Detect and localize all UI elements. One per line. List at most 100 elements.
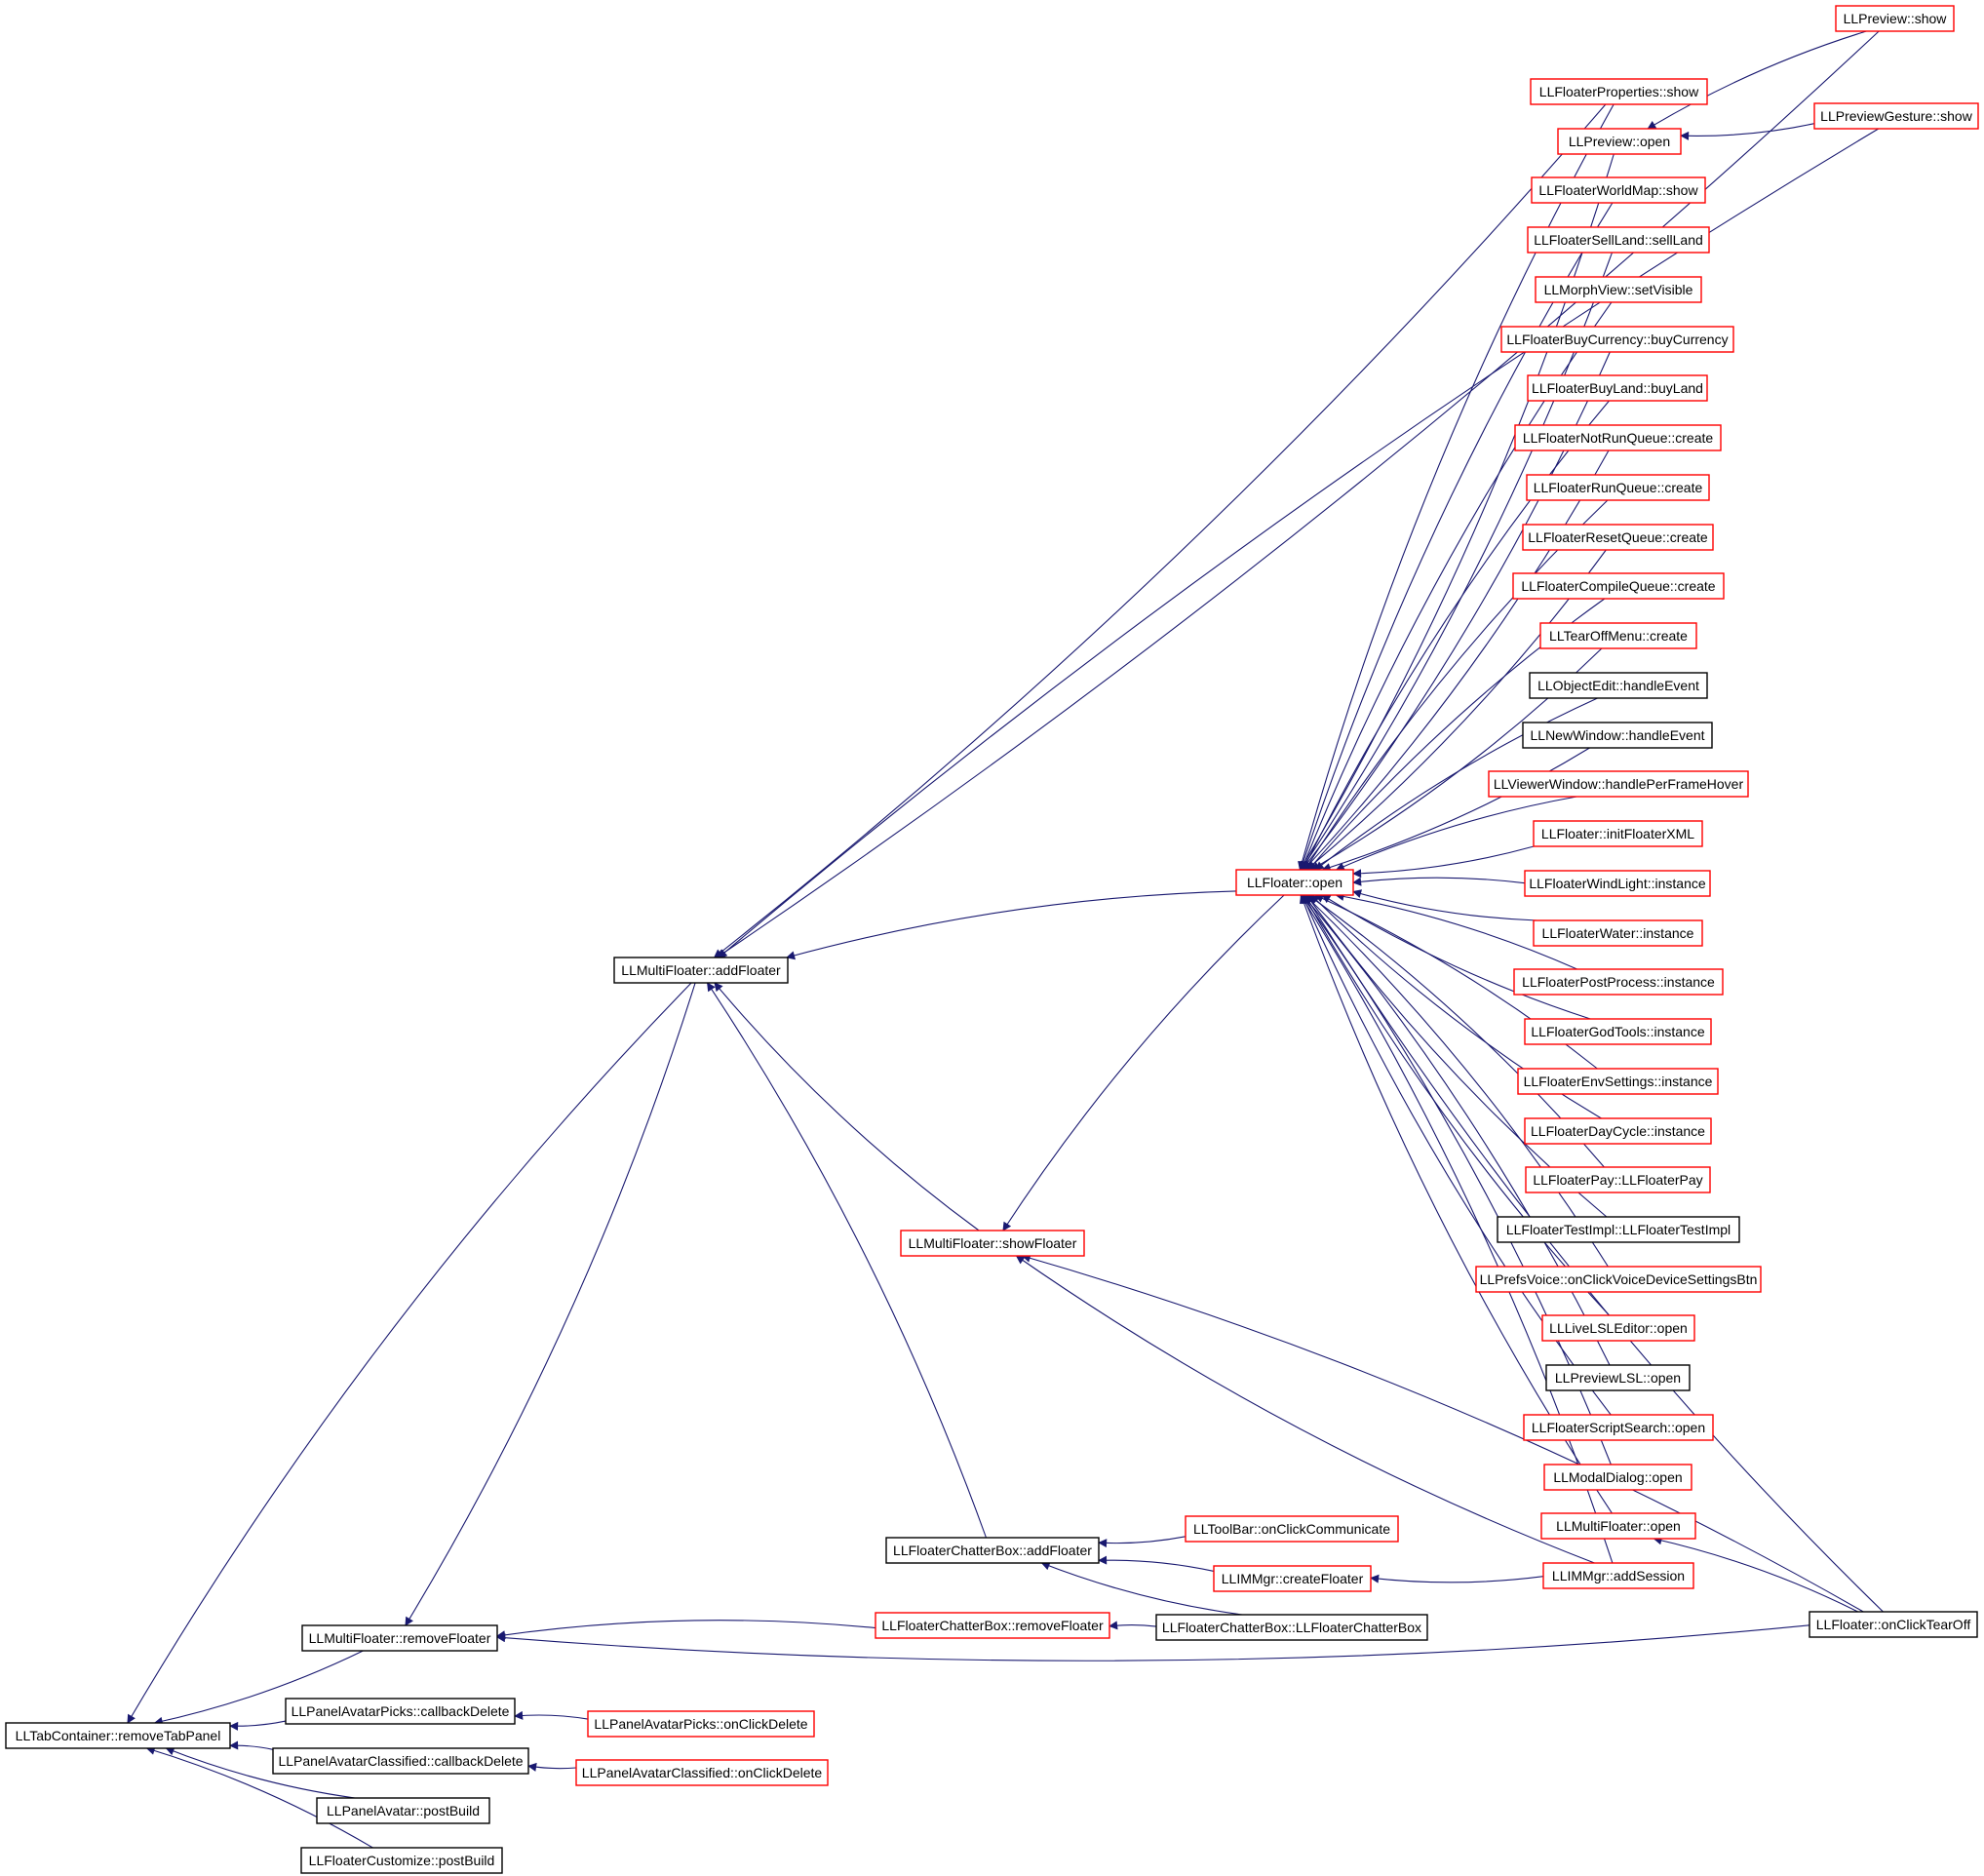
node-pg_show[interactable]: LLPreviewGesture::show: [1813, 102, 1979, 130]
node-label: LLFloaterBuyCurrency::buyCurrency: [1506, 332, 1728, 347]
node-fp_show[interactable]: LLFloaterProperties::show: [1530, 78, 1708, 105]
node-box: [1497, 1216, 1740, 1243]
node-tb_onClickCommunicate[interactable]: LLToolBar::onClickCommunicate: [1185, 1515, 1399, 1543]
node-fc_postBuild[interactable]: LLFloaterCustomize::postBuild: [300, 1847, 503, 1874]
edge-pv_onClickVoice-to-floater_open: [1303, 894, 1609, 1268]
node-box: [1500, 326, 1734, 353]
node-fcb_removeFloater[interactable]: LLFloaterChatterBox::removeFloater: [875, 1612, 1110, 1639]
node-tom_create[interactable]: LLTearOffMenu::create: [1539, 622, 1697, 649]
node-fcq_create[interactable]: LLFloaterCompileQueue::create: [1512, 572, 1725, 600]
node-fwm_show[interactable]: LLFloaterWorldMap::show: [1531, 176, 1706, 204]
node-pap_callbackDelete[interactable]: LLPanelAvatarPicks::callbackDelete: [285, 1698, 516, 1725]
node-label: LLFloaterSellLand::sellLand: [1534, 232, 1703, 248]
edge-preview_open-to-floater_open: [1300, 153, 1614, 871]
node-label: LLPrefsVoice::onClickVoiceDeviceSettings…: [1480, 1271, 1758, 1287]
node-mf_showFloater[interactable]: LLMultiFloater::showFloater: [900, 1230, 1085, 1257]
node-box: [575, 1759, 829, 1786]
node-frq_create[interactable]: LLFloaterRunQueue::create: [1526, 474, 1710, 501]
node-label: LLMultiFloater::open: [1556, 1518, 1681, 1534]
node-mf_addFloater[interactable]: LLMultiFloater::addFloater: [613, 957, 789, 984]
node-box: [1475, 1266, 1762, 1293]
node-label: LLFloaterChatterBox::removeFloater: [881, 1618, 1104, 1633]
node-box: [5, 1722, 231, 1749]
node-pac_callbackDelete[interactable]: LLPanelAvatarClassified::callbackDelete: [272, 1747, 529, 1775]
node-label: LLPanelAvatarPicks::callbackDelete: [292, 1703, 510, 1719]
node-imm_createFloater[interactable]: LLIMMgr::createFloater: [1213, 1565, 1372, 1592]
node-mf_open[interactable]: LLMultiFloater::open: [1540, 1512, 1696, 1540]
node-fbl_buyLand[interactable]: LLFloaterBuyLand::buyLand: [1527, 374, 1708, 402]
node-box: [1809, 1611, 1978, 1638]
node-fpp_instance[interactable]: LLFloaterPostProcess::instance: [1513, 968, 1724, 996]
edge-fcb_ctor-to-fcb_addFloater: [1040, 1561, 1243, 1616]
node-label: LLNewWindow::handleEvent: [1531, 727, 1705, 743]
edge-fp_show-to-mf_addFloater: [713, 103, 1607, 958]
node-label: LLFloaterPostProcess::instance: [1522, 974, 1715, 990]
node-box: [1545, 1364, 1691, 1391]
node-f_onClickTearOff[interactable]: LLFloater::onClickTearOff: [1809, 1611, 1978, 1638]
node-md_open[interactable]: LLModalDialog::open: [1543, 1464, 1692, 1491]
node-label: LLPreview::open: [1569, 134, 1670, 149]
node-pac_onClickDelete[interactable]: LLPanelAvatarClassified::onClickDelete: [575, 1759, 829, 1786]
node-fti_ctor[interactable]: LLFloaterTestImpl::LLFloaterTestImpl: [1497, 1216, 1740, 1243]
node-box: [1533, 919, 1703, 947]
edge-mf_removeFloater-to-removeTabPanel: [153, 1650, 364, 1726]
node-box: [587, 1710, 815, 1738]
node-plsl_open[interactable]: LLPreviewLSL::open: [1545, 1364, 1691, 1391]
node-label: LLFloaterResetQueue::create: [1528, 529, 1708, 545]
edge-mf_showFloater-to-mf_addFloater: [714, 982, 980, 1231]
node-pv_onClickVoice[interactable]: LLPrefsVoice::onClickVoiceDeviceSettings…: [1475, 1266, 1762, 1293]
node-fes_instance[interactable]: LLFloaterEnvSettings::instance: [1517, 1068, 1719, 1095]
node-fpay_ctor[interactable]: LLFloaterPay::LLFloaterPay: [1525, 1166, 1711, 1193]
edge-floater_open-to-mf_showFloater: [1002, 894, 1285, 1231]
node-fgt_instance[interactable]: LLFloaterGodTools::instance: [1524, 1018, 1712, 1045]
node-fss_open[interactable]: LLFloaterScriptSearch::open: [1523, 1414, 1714, 1441]
node-box: [1525, 1166, 1711, 1193]
node-box: [1540, 1512, 1696, 1540]
node-fnrq_create[interactable]: LLFloaterNotRunQueue::create: [1514, 424, 1722, 451]
edge-fwl_instance-to-floater_open: [1352, 877, 1526, 886]
node-oe_handleEvent[interactable]: LLObjectEdit::handleEvent: [1529, 672, 1708, 699]
node-box: [1542, 1562, 1694, 1589]
node-floater_open[interactable]: LLFloater::open: [1235, 869, 1354, 896]
node-label: LLFloaterTestImpl::LLFloaterTestImpl: [1506, 1222, 1731, 1237]
node-box: [1524, 1018, 1712, 1045]
node-imm_addSession[interactable]: LLIMMgr::addSession: [1542, 1562, 1694, 1589]
edge-preview_show-to-mf_addFloater: [716, 30, 1880, 958]
node-preview_show[interactable]: LLPreview::show: [1835, 5, 1955, 32]
edge-f_onClickTearOff-to-mf_showFloater: [1021, 1253, 1864, 1613]
node-mf_removeFloater[interactable]: LLMultiFloater::removeFloater: [301, 1624, 498, 1652]
node-nw_handleEvent[interactable]: LLNewWindow::handleEvent: [1522, 722, 1713, 749]
edge-pac_callbackDelete-to-removeTabPanel: [229, 1740, 274, 1750]
edge-fc_postBuild-to-removeTabPanel: [145, 1746, 373, 1849]
node-mv_setVisible[interactable]: LLMorphView::setVisible: [1535, 276, 1702, 303]
nodes-layer: LLTabContainer::removeTabPanel LLMultiFlo…: [5, 5, 1979, 1874]
node-pap_onClickDelete[interactable]: LLPanelAvatarPicks::onClickDelete: [587, 1710, 815, 1738]
node-fcb_addFloater[interactable]: LLFloaterChatterBox::addFloater: [885, 1537, 1100, 1564]
node-label: LLFloaterChatterBox::LLFloaterChatterBox: [1162, 1620, 1421, 1635]
node-fbc_buyCurrency[interactable]: LLFloaterBuyCurrency::buyCurrency: [1500, 326, 1734, 353]
node-label: LLFloater::open: [1247, 875, 1342, 890]
node-fw_instance[interactable]: LLFloaterWater::instance: [1533, 919, 1703, 947]
edges-layer: [127, 30, 1884, 1849]
node-box: [1527, 374, 1708, 402]
node-box: [1541, 1314, 1695, 1342]
node-preview_open[interactable]: LLPreview::open: [1557, 128, 1682, 155]
node-label: LLFloaterGodTools::instance: [1531, 1024, 1704, 1039]
node-label: LLIMMgr::createFloater: [1222, 1571, 1364, 1586]
node-frsq_create[interactable]: LLFloaterResetQueue::create: [1522, 524, 1714, 551]
node-removeTabPanel[interactable]: LLTabContainer::removeTabPanel: [5, 1722, 231, 1749]
node-lle_open[interactable]: LLLiveLSLEditor::open: [1541, 1314, 1695, 1342]
node-pa_postBuild[interactable]: LLPanelAvatar::postBuild: [316, 1797, 490, 1824]
node-f_initFloaterXML[interactable]: LLFloater::initFloaterXML: [1533, 820, 1703, 847]
edge-pap_callbackDelete-to-removeTabPanel: [229, 1720, 287, 1731]
node-vw_handlePerFrameHover[interactable]: LLViewerWindow::handlePerFrameHover: [1488, 770, 1749, 798]
node-fcb_ctor[interactable]: LLFloaterChatterBox::LLFloaterChatterBox: [1155, 1614, 1428, 1641]
node-label: LLFloaterScriptSearch::open: [1532, 1420, 1705, 1435]
node-fsl_sellLand[interactable]: LLFloaterSellLand::sellLand: [1527, 226, 1710, 254]
node-fwl_instance[interactable]: LLFloaterWindLight::instance: [1524, 870, 1711, 897]
node-fdc_instance[interactable]: LLFloaterDayCycle::instance: [1524, 1117, 1712, 1145]
edge-mf_addFloater-to-mf_removeFloater: [405, 982, 696, 1626]
node-box: [1514, 424, 1722, 451]
node-box: [1526, 474, 1710, 501]
